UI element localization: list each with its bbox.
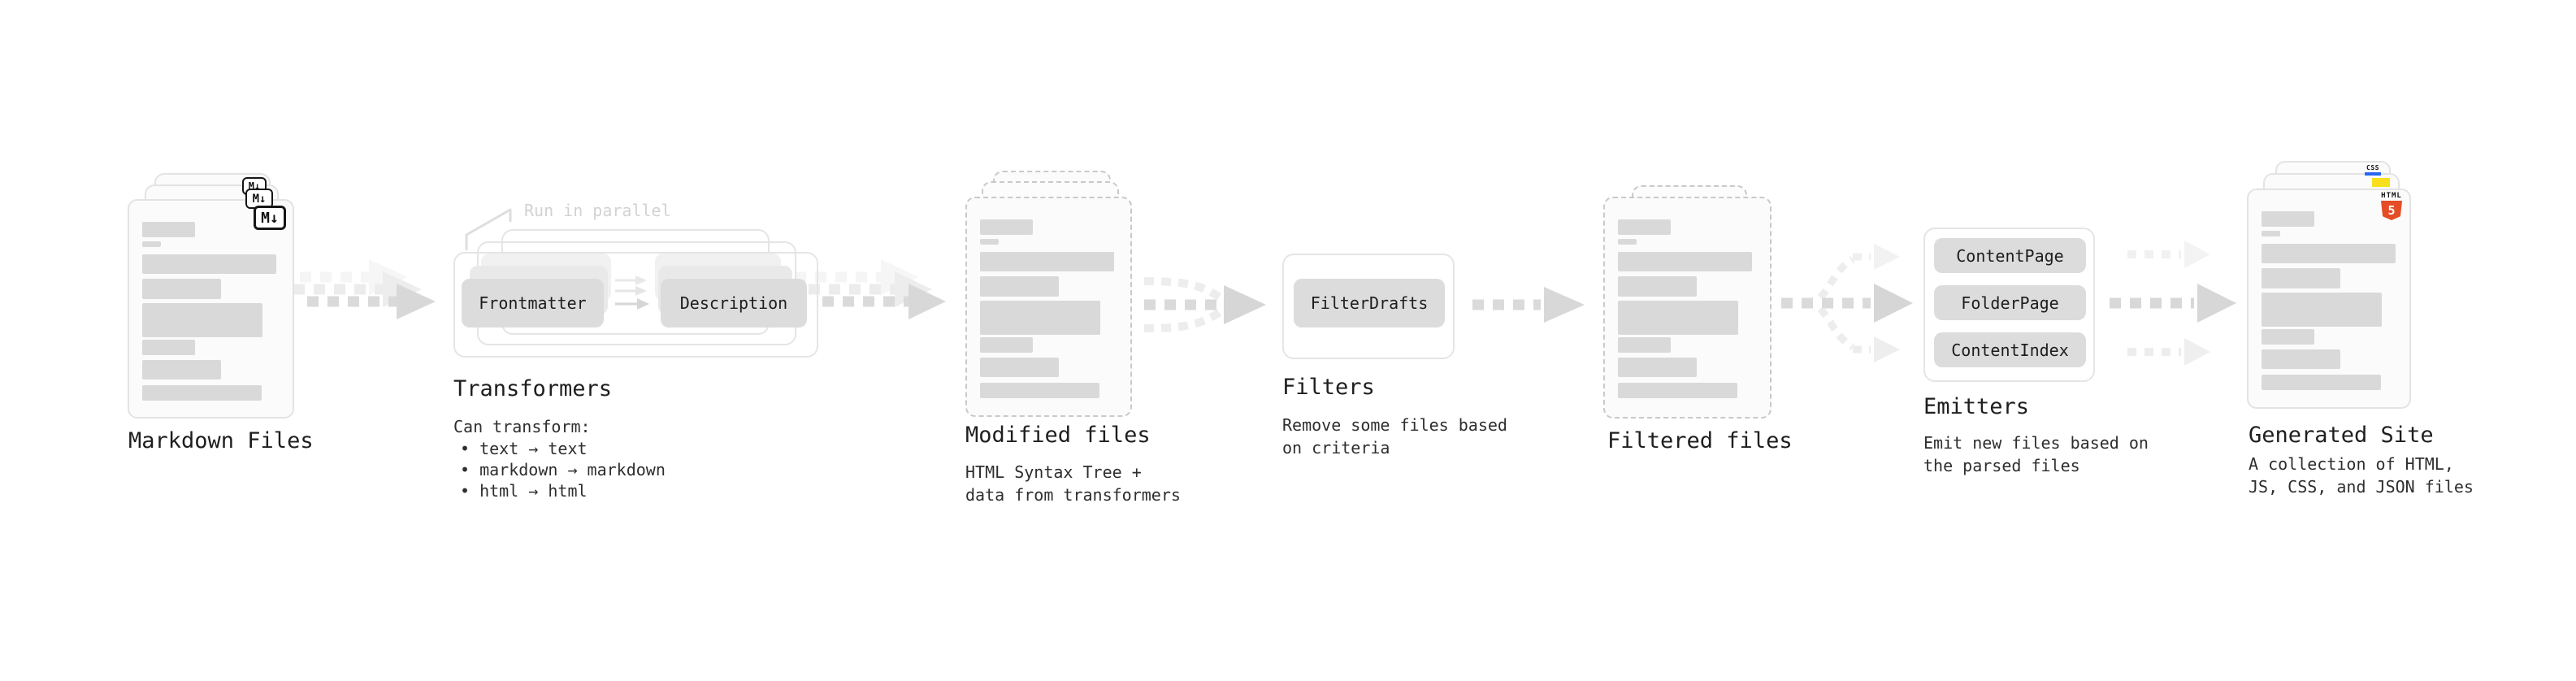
markdown-icon: M↓ [254, 206, 286, 230]
placeholder-bar [980, 301, 1100, 335]
modified-files-description: HTML Syntax Tree + [965, 462, 1142, 482]
placeholder-bar [2262, 268, 2340, 288]
stage-label-modified-files: Modified files [965, 423, 1151, 448]
transformers-description-title: Can transform: [453, 417, 591, 436]
document-content-placeholder [2262, 189, 2400, 393]
placeholder-bar [1618, 239, 1637, 245]
transformers-bullet: • text → text [460, 439, 588, 458]
generated-site-description: A collection of HTML, [2249, 454, 2454, 474]
arrow-transformers-to-modified [795, 259, 946, 319]
placeholder-bar [980, 358, 1059, 377]
placeholder-bar [142, 254, 276, 274]
placeholder-bar [980, 219, 1033, 235]
generated-site-description: JS, CSS, and JSON files [2249, 477, 2474, 497]
placeholder-bar [980, 252, 1114, 271]
transformers-bullet: • markdown → markdown [460, 460, 666, 479]
placeholder-bar [142, 279, 221, 299]
placeholder-bar [1618, 276, 1697, 297]
placeholder-bar [2262, 329, 2314, 345]
arrow-markdown-to-transformers [280, 259, 436, 319]
placeholder-bar [1618, 219, 1671, 235]
stage-label-filtered-files: Filtered files [1607, 428, 1793, 453]
placeholder-bar [980, 239, 999, 245]
stage-label-transformers: Transformers [453, 376, 613, 401]
filter-chip-filterdrafts: FilterDrafts [1294, 279, 1445, 327]
transformer-chip-description: Description [661, 279, 807, 327]
emitters-description: Emit new files based on [1923, 433, 2149, 453]
placeholder-bar [1618, 358, 1697, 377]
placeholder-bar [142, 385, 262, 401]
transformer-internal-arrows [615, 275, 649, 310]
placeholder-bar [2262, 211, 2314, 227]
css-file-icon: CSS [2365, 165, 2381, 176]
stage-label-markdown-files: Markdown Files [128, 428, 314, 453]
placeholder-bar [142, 241, 161, 247]
document-content-placeholder [1618, 197, 1756, 401]
document-content-placeholder [142, 199, 280, 404]
emitter-chip-contentpage: ContentPage [1934, 238, 2086, 273]
transformers-bullet: • html → html [460, 481, 588, 501]
javascript-file-icon [2372, 178, 2390, 187]
placeholder-bar [1618, 252, 1752, 271]
run-in-parallel-callout-line [465, 208, 512, 250]
transformer-run-front [453, 252, 818, 358]
html5-icon: HTML 5 [2379, 193, 2404, 220]
stage-label-generated-site: Generated Site [2249, 423, 2434, 448]
arrow-emitters-to-generated [2110, 241, 2236, 366]
placeholder-bar [980, 337, 1033, 353]
emitters-description: the parsed files [1923, 456, 2080, 475]
placeholder-bar [1618, 301, 1738, 335]
placeholder-bar [2262, 293, 2382, 327]
emitter-chip-contentindex: ContentIndex [1934, 332, 2086, 367]
placeholder-bar [142, 303, 262, 337]
placeholder-bar [980, 276, 1059, 297]
filters-description: on criteria [1282, 438, 1390, 458]
placeholder-bar [2262, 244, 2396, 263]
placeholder-bar [142, 222, 195, 237]
document-content-placeholder [980, 197, 1118, 401]
placeholder-bar [142, 340, 195, 355]
placeholder-bar [980, 383, 1099, 398]
placeholder-bar [142, 360, 221, 380]
emitter-chip-folderpage: FolderPage [1934, 285, 2086, 320]
placeholder-bar [2262, 231, 2280, 236]
stage-label-emitters: Emitters [1923, 394, 2030, 419]
placeholder-bar [2262, 375, 2381, 390]
stage-label-filters: Filters [1282, 375, 1375, 400]
filters-description: Remove some files based [1282, 415, 1507, 435]
placeholder-bar [1618, 383, 1737, 398]
run-in-parallel-annotation: Run in parallel [524, 201, 671, 220]
placeholder-bar [2262, 349, 2340, 369]
modified-files-description: data from transformers [965, 485, 1181, 505]
arrow-filtered-to-emitters [1781, 244, 1913, 362]
arrow-modified-to-filters [1143, 277, 1266, 332]
transformer-chip-frontmatter: Frontmatter [462, 279, 604, 327]
placeholder-bar [1618, 337, 1671, 353]
arrow-filters-to-filtered [1472, 287, 1585, 323]
